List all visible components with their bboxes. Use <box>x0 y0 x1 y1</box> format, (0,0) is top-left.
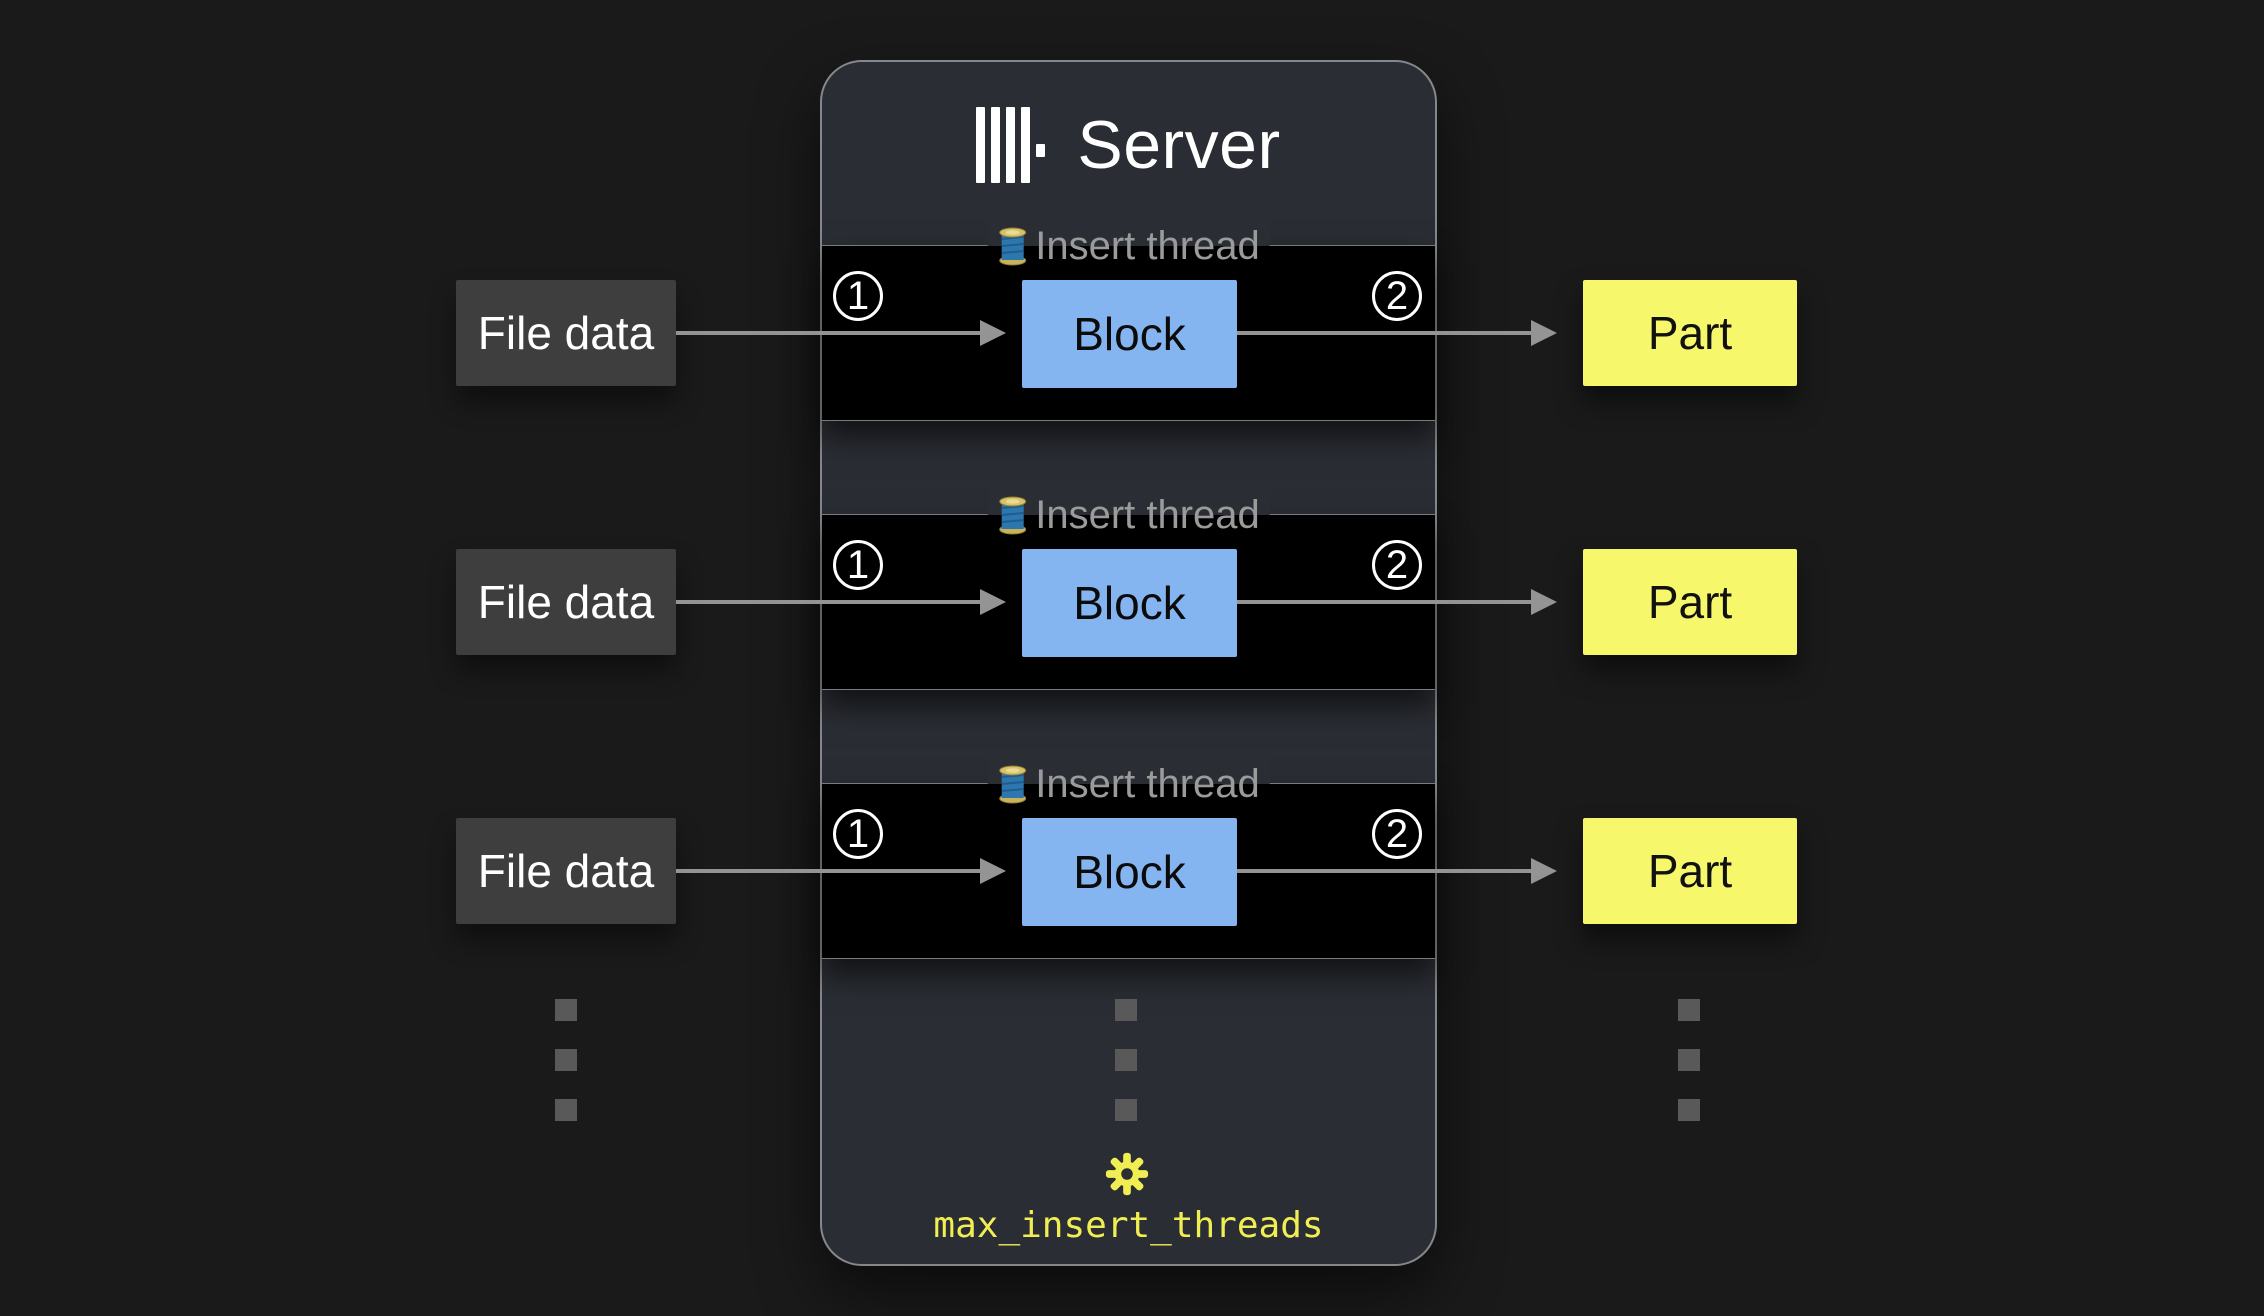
step-2-marker: 2 <box>1372 809 1422 859</box>
insert-thread-row: File data Insert thread 1 Block 2 <box>0 758 2264 959</box>
insert-thread-label: Insert thread <box>1035 493 1260 537</box>
server-title-row: Server <box>820 100 1437 190</box>
insert-thread-row: File data Insert thread 1 Block 2 <box>0 220 2264 421</box>
insert-thread-legend: Insert thread <box>987 220 1270 272</box>
file-to-block-arrow <box>676 600 980 604</box>
insert-thread-box: Insert thread 1 Block 2 <box>822 220 1435 421</box>
block-node: Block <box>1022 280 1237 388</box>
arrowhead-icon <box>1531 858 1557 884</box>
file-to-block-arrow <box>676 869 980 873</box>
part-node: Part <box>1583 549 1797 655</box>
part-node: Part <box>1583 280 1797 386</box>
step-1-marker: 1 <box>833 540 883 590</box>
ellipsis-dot <box>1115 1099 1137 1121</box>
step-2-marker: 2 <box>1372 540 1422 590</box>
ellipsis-dot <box>1115 999 1137 1021</box>
ellipsis-dot <box>1678 1049 1700 1071</box>
ellipsis-dot <box>1678 1099 1700 1121</box>
insert-thread-legend: Insert thread <box>987 758 1270 810</box>
block-node: Block <box>1022 818 1237 926</box>
max-insert-threads-setting: max_insert_threads <box>933 1205 1324 1246</box>
ellipsis-dot <box>1115 1049 1137 1071</box>
block-to-part-arrow <box>1237 600 1531 604</box>
block-node: Block <box>1022 549 1237 657</box>
clickhouse-logo-icon <box>976 107 1046 183</box>
arrowhead-icon <box>1531 320 1557 346</box>
file-to-block-arrow <box>676 331 980 335</box>
server-title: Server <box>1077 107 1281 183</box>
ellipsis-dot <box>555 1049 577 1071</box>
file-data-node: File data <box>456 549 676 655</box>
block-to-part-arrow <box>1237 331 1531 335</box>
insert-thread-legend: Insert thread <box>987 489 1270 541</box>
insert-thread-label: Insert thread <box>1035 224 1260 268</box>
file-data-node: File data <box>456 818 676 924</box>
thread-spool-icon <box>998 227 1026 266</box>
step-1-marker: 1 <box>833 271 883 321</box>
arrowhead-icon <box>1531 589 1557 615</box>
arrowhead-icon <box>980 589 1006 615</box>
thread-spool-icon <box>998 765 1026 804</box>
insert-thread-row: File data Insert thread 1 Block 2 <box>0 489 2264 690</box>
ellipsis-dot <box>1678 999 1700 1021</box>
ellipsis-dot <box>555 999 577 1021</box>
arrowhead-icon <box>980 858 1006 884</box>
thread-spool-icon <box>998 496 1026 535</box>
step-1-marker: 1 <box>833 809 883 859</box>
step-2-marker: 2 <box>1372 271 1422 321</box>
part-node: Part <box>1583 818 1797 924</box>
arrowhead-icon <box>980 320 1006 346</box>
block-to-part-arrow <box>1237 869 1531 873</box>
insert-thread-label: Insert thread <box>1035 762 1260 806</box>
gear-icon <box>1104 1151 1150 1197</box>
ellipsis-dot <box>555 1099 577 1121</box>
file-data-node: File data <box>456 280 676 386</box>
